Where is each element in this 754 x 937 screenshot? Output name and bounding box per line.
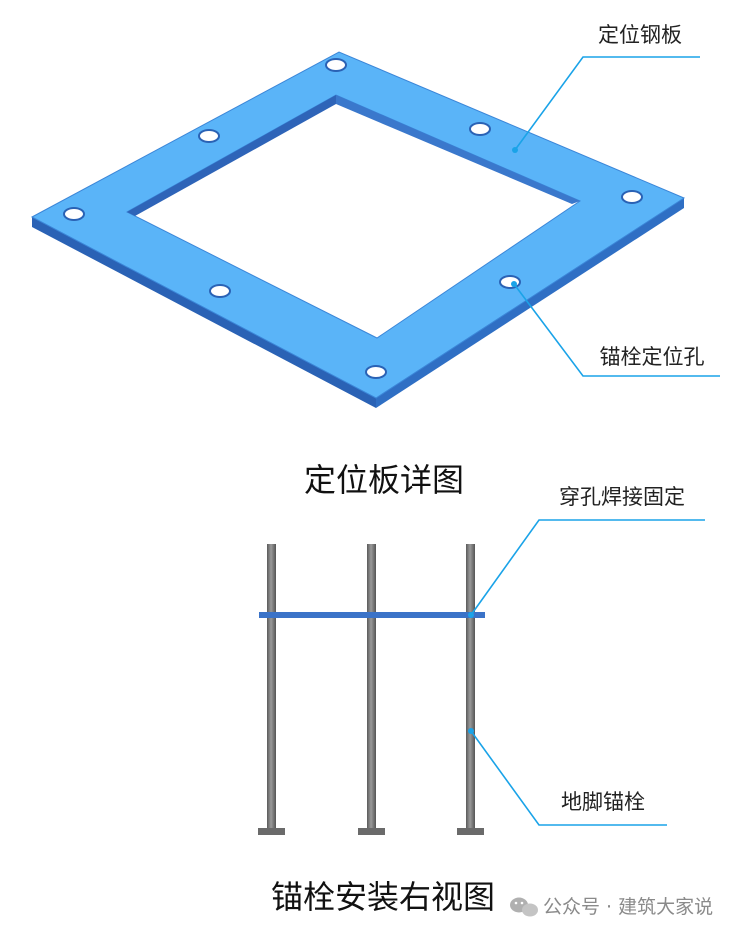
anchor-hole: [621, 190, 643, 204]
label-anchor-hole: 锚栓定位孔: [600, 345, 705, 369]
anchor-hole: [325, 58, 347, 72]
anchor-hole: [499, 275, 521, 289]
leader-plate: [512, 56, 700, 153]
leader-weld: [468, 519, 705, 618]
weld-plate-bar: [259, 612, 485, 618]
label-positioning-plate: 定位钢板: [598, 23, 682, 47]
leader-anchor-bolt: [468, 728, 667, 826]
anchor-holes: [63, 58, 643, 379]
plate-inner-wall-top-right: [336, 95, 580, 204]
anchor-bolts: [258, 544, 484, 835]
plate-inner-wall-top-left: [127, 95, 336, 216]
plate-top-face: [30, 51, 686, 399]
anchor-hole: [63, 207, 85, 221]
anchor-bolt: [258, 544, 285, 835]
plate-right-side: [376, 198, 684, 408]
caption-plate-detail: 定位板详图: [304, 461, 464, 499]
anchor-hole: [365, 365, 387, 379]
plate-left-side: [32, 217, 376, 408]
anchor-hole: [198, 129, 220, 143]
anchor-hole: [209, 284, 231, 298]
positioning-plate: [30, 51, 686, 408]
caption-anchor-view: 锚栓安装右视图: [271, 878, 495, 916]
anchor-hole: [469, 122, 491, 136]
label-weld-fix: 穿孔焊接固定: [559, 485, 685, 509]
anchor-bolt: [358, 544, 385, 835]
anchor-bolt: [457, 544, 484, 835]
leader-anchor-hole: [511, 281, 720, 377]
label-anchor-bolt: 地脚锚栓: [561, 790, 645, 814]
watermark-text: 公众号 · 建筑大家说: [543, 896, 713, 918]
wechat-icon: [510, 897, 538, 917]
